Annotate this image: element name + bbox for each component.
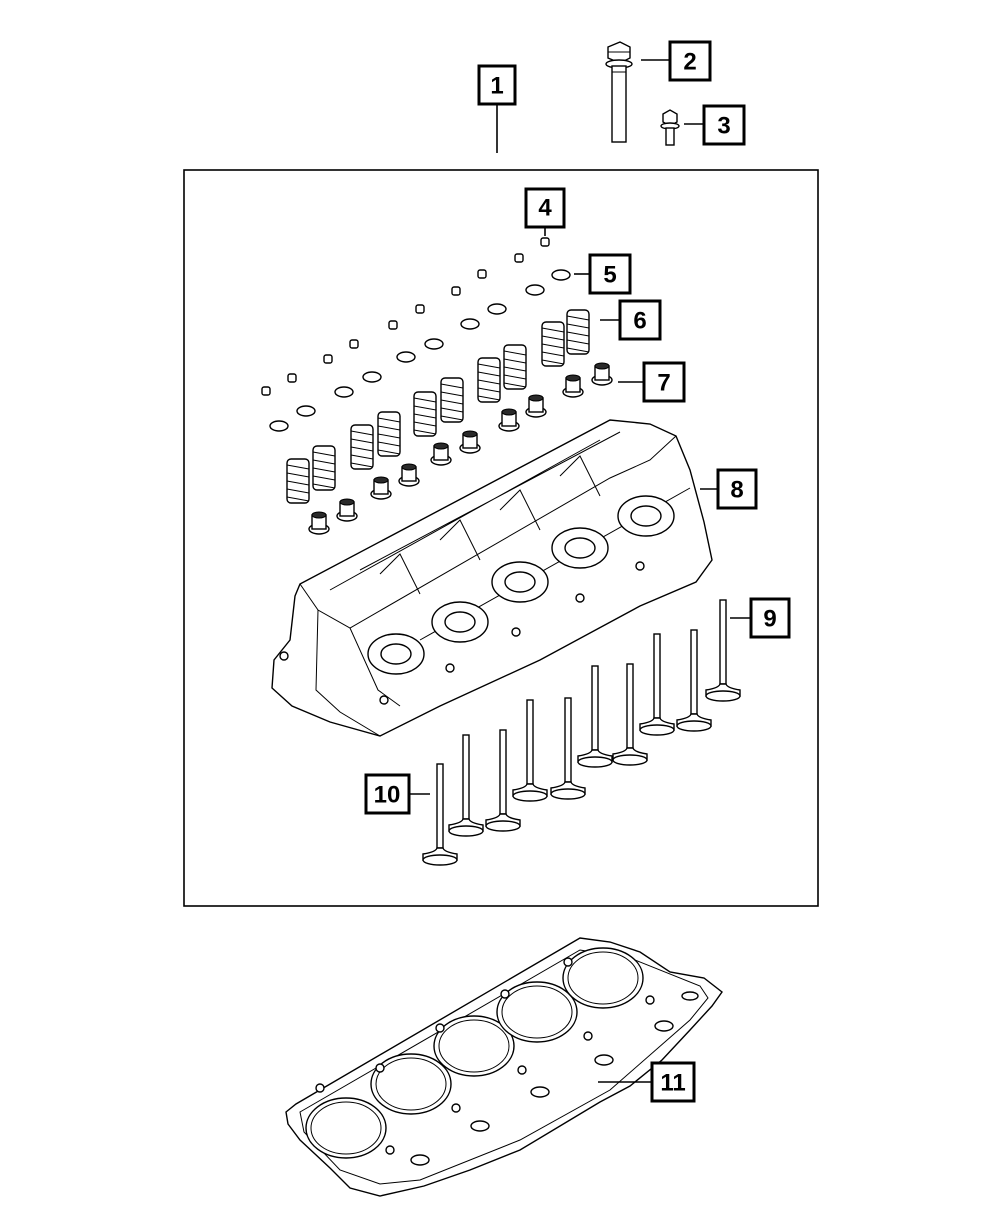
callout-1-label: 1 — [490, 73, 503, 100]
callout-4-label: 4 — [538, 195, 552, 222]
head-port-2 — [431, 601, 489, 643]
callout-2[interactable]: 2 — [641, 40, 712, 82]
head-bolt-long-icon — [605, 41, 633, 143]
gasket-bore-5 — [562, 947, 644, 1009]
valve-keeper-icon — [261, 237, 550, 396]
intake-valve-icon — [422, 665, 613, 866]
callout-5[interactable]: 5 — [574, 253, 632, 295]
gasket-bore-2 — [370, 1053, 452, 1115]
gasket-bore-4 — [496, 981, 578, 1043]
callout-8[interactable]: 8 — [700, 468, 758, 510]
head-port-3 — [491, 561, 549, 603]
gasket-bore-1 — [305, 1097, 387, 1159]
callout-6[interactable]: 6 — [600, 299, 662, 341]
callout-8-label: 8 — [730, 477, 743, 504]
callout-9[interactable]: 9 — [730, 597, 791, 639]
spring-retainer-icon — [269, 269, 571, 432]
head-port-4 — [551, 527, 609, 569]
valve-spring-icon — [286, 309, 590, 504]
head-port-1 — [367, 633, 425, 675]
callout-1[interactable]: 1 — [477, 64, 517, 153]
callout-7[interactable]: 7 — [618, 361, 686, 403]
callout-2-label: 2 — [683, 49, 696, 76]
callout-9-label: 9 — [763, 606, 776, 633]
callout-11-label: 11 — [660, 1070, 685, 1097]
callout-11[interactable]: 11 — [598, 1061, 696, 1103]
assembly-frame — [183, 169, 819, 907]
callout-5-label: 5 — [603, 262, 616, 289]
cylinder-head-icon — [271, 419, 713, 737]
head-port-5 — [617, 495, 675, 537]
callout-3[interactable]: 3 — [684, 104, 746, 146]
head-bolt-short-icon — [660, 109, 680, 146]
gasket-bore-3 — [433, 1015, 515, 1077]
callout-7-label: 7 — [657, 370, 670, 397]
callout-3-label: 3 — [717, 113, 730, 140]
callout-4[interactable]: 4 — [524, 187, 566, 236]
exhaust-valve-icon — [612, 599, 741, 766]
callout-10-label: 10 — [374, 782, 401, 809]
callout-10[interactable]: 10 — [364, 773, 430, 815]
head-gasket-icon — [285, 937, 723, 1197]
callout-6-label: 6 — [633, 308, 646, 335]
valve-stem-seal-icon — [308, 362, 613, 535]
